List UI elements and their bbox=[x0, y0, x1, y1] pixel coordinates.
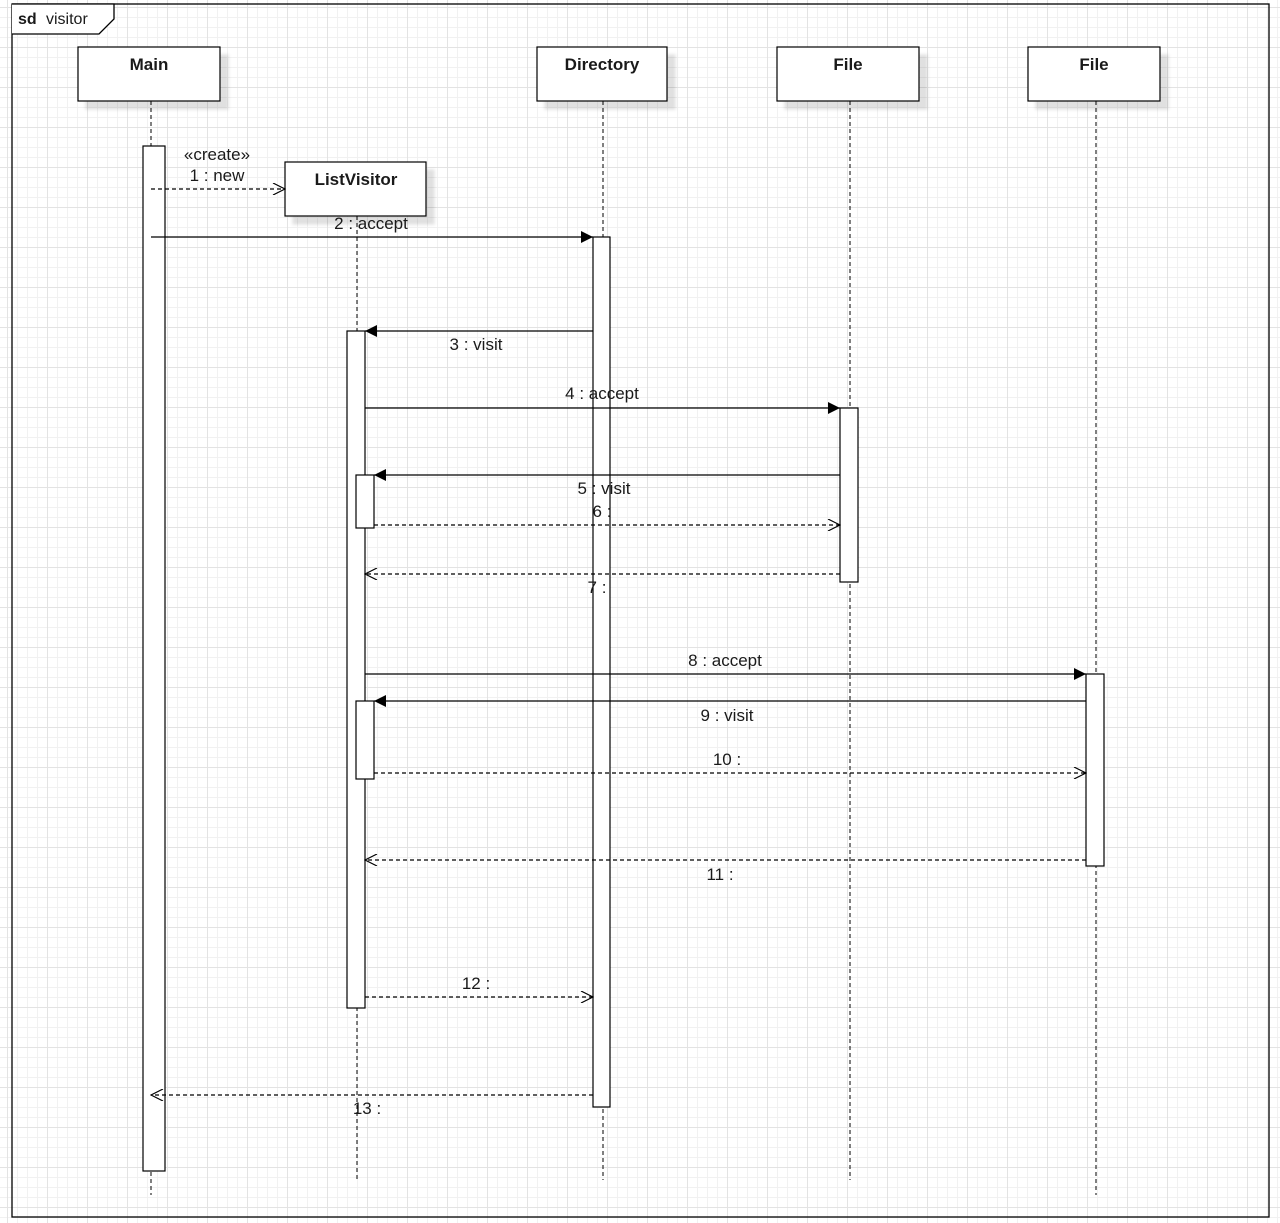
activation-bars bbox=[142, 145, 1105, 1172]
message-13-label: 13 : bbox=[353, 1099, 381, 1118]
message-2-label: 2 : accept bbox=[334, 214, 408, 233]
frame-keyword: sd bbox=[18, 11, 37, 28]
frame-name: visitor bbox=[46, 11, 88, 28]
message-6-label: 6 : bbox=[593, 502, 612, 521]
message-arrows bbox=[151, 189, 1086, 1095]
frame-tab bbox=[12, 3, 115, 35]
lifeline-listvisitor[interactable]: ListVisitor bbox=[284, 161, 427, 217]
activation-listvisitor-nested-2[interactable] bbox=[355, 700, 375, 780]
lifeline-heads: Main ListVisitor Directory File File bbox=[77, 46, 1161, 217]
message-11-label: 11 : bbox=[706, 865, 733, 884]
message-8-label: 8 : accept bbox=[688, 651, 762, 670]
activation-file2[interactable] bbox=[1085, 673, 1105, 867]
lifeline-file1-box bbox=[776, 46, 920, 102]
activation-file1[interactable] bbox=[839, 407, 859, 583]
lifeline-directory[interactable]: Directory bbox=[536, 46, 668, 102]
lifeline-main-box bbox=[77, 46, 221, 102]
message-9-label: 9 : visit bbox=[701, 706, 754, 725]
message-5-label: 5 : visit bbox=[578, 479, 631, 498]
activation-listvisitor-nested-1[interactable] bbox=[355, 474, 375, 529]
lifeline-file2-label: File bbox=[1079, 55, 1108, 74]
lifeline-directory-box bbox=[536, 46, 668, 102]
message-1-label: 1 : new bbox=[190, 166, 246, 185]
lifeline-file1[interactable]: File bbox=[776, 46, 920, 102]
lifeline-file2[interactable]: File bbox=[1027, 46, 1161, 102]
lifeline-directory-label: Directory bbox=[565, 55, 640, 74]
lifeline-lines bbox=[150, 101, 1097, 1195]
message-7-label: 7 : bbox=[588, 578, 607, 597]
message-12-label: 12 : bbox=[462, 974, 490, 993]
lifeline-main[interactable]: Main bbox=[77, 46, 221, 102]
activation-main[interactable] bbox=[142, 145, 166, 1172]
message-1-stereotype: «create» bbox=[184, 145, 250, 164]
lifeline-file1-label: File bbox=[833, 55, 862, 74]
message-3-label: 3 : visit bbox=[450, 335, 503, 354]
frame: sd visitor bbox=[11, 3, 1270, 1218]
activation-listvisitor[interactable] bbox=[346, 330, 366, 1009]
message-4-label: 4 : accept bbox=[565, 384, 639, 403]
lifeline-file2-box bbox=[1027, 46, 1161, 102]
lifeline-listvisitor-label: ListVisitor bbox=[315, 170, 398, 189]
activation-directory[interactable] bbox=[592, 236, 611, 1108]
frame-border bbox=[11, 3, 1270, 1218]
message-10-label: 10 : bbox=[713, 750, 741, 769]
message-labels: «create» 1 : new 2 : accept 3 : visit 4 … bbox=[184, 145, 762, 1118]
lifeline-main-label: Main bbox=[130, 55, 169, 74]
